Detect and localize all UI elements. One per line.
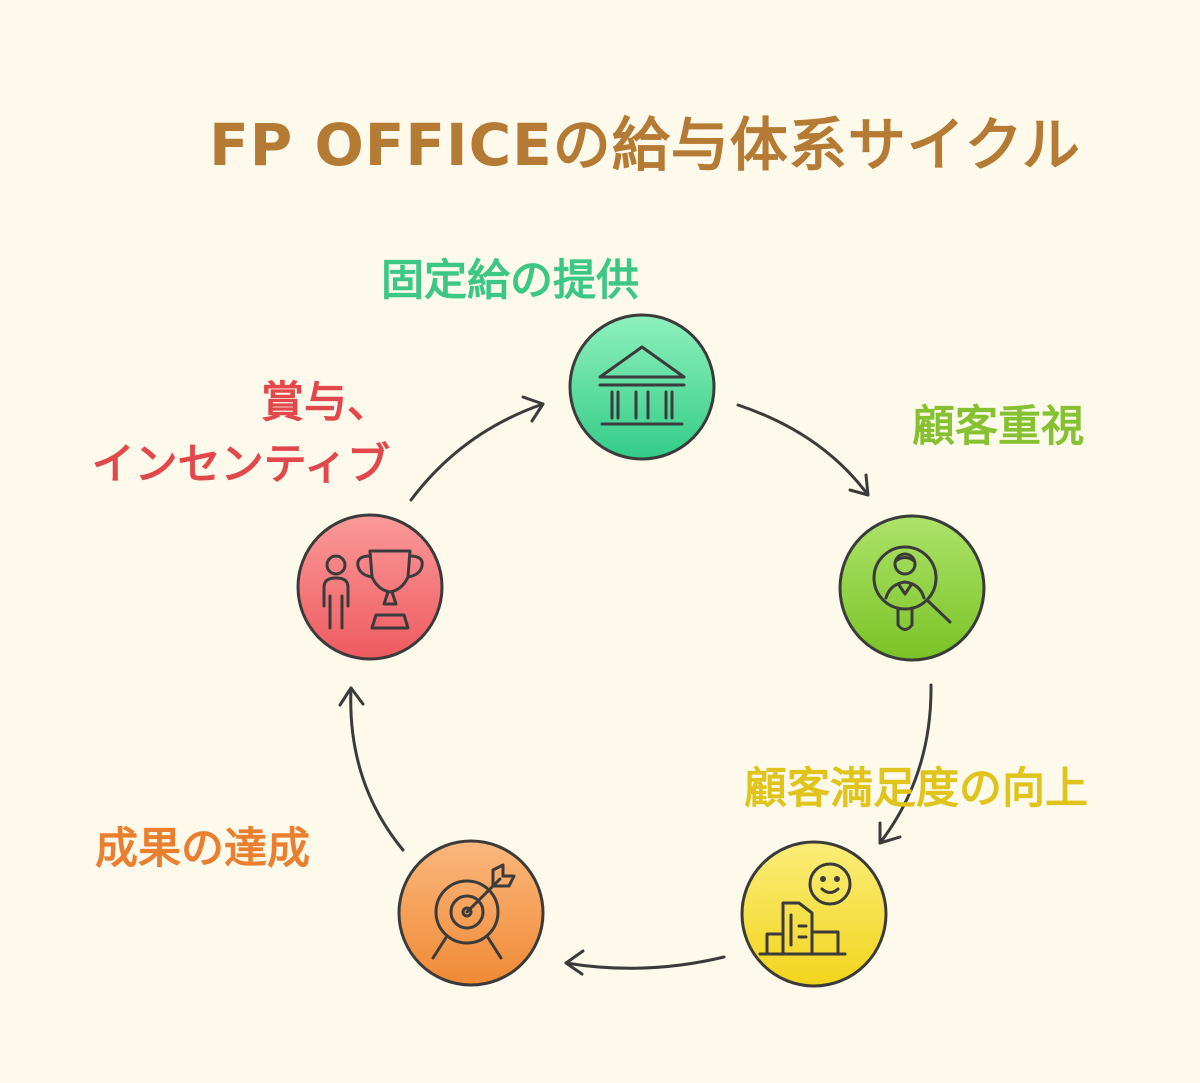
arrow-satisfaction-to-result bbox=[564, 949, 726, 976]
step-bonus-label: 賞与、 インセンティブ bbox=[92, 372, 390, 496]
step-satisfaction-label: 顧客満足度の向上 bbox=[744, 764, 1088, 814]
step-satisfaction-node bbox=[740, 840, 888, 988]
step-result-node bbox=[397, 839, 545, 987]
step-customer-node bbox=[838, 514, 986, 662]
customer-search-icon bbox=[872, 545, 952, 631]
step-fixed-label: 固定給の提供 bbox=[381, 256, 639, 306]
arrow-result-to-bonus bbox=[338, 686, 405, 852]
bank-icon bbox=[598, 345, 686, 426]
person-trophy-icon bbox=[322, 549, 424, 630]
step-fixed-node bbox=[568, 313, 716, 461]
arrow-fixed-to-customer bbox=[736, 403, 870, 497]
target-arrow-icon bbox=[431, 863, 516, 960]
arrow-bonus-to-fixed bbox=[409, 395, 545, 502]
step-result-label: 成果の達成 bbox=[95, 824, 310, 874]
diagram-title: FP OFFICEの給与体系サイクル bbox=[209, 111, 1081, 179]
step-bonus-node bbox=[296, 513, 444, 661]
smiley-building-icon bbox=[758, 862, 852, 956]
step-bonus-label-line1: 賞与、 bbox=[261, 378, 390, 428]
step-customer-label: 顧客重視 bbox=[912, 402, 1084, 452]
step-bonus-label-line2: インセンティブ bbox=[91, 440, 390, 490]
arrow-customer-to-satisfaction bbox=[878, 683, 933, 845]
